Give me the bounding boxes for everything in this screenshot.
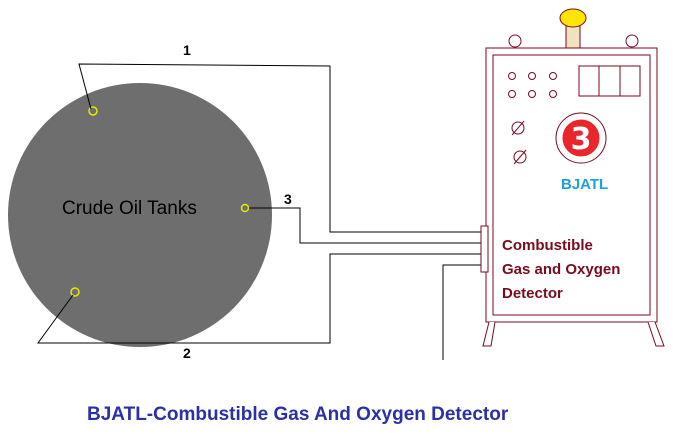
lifting-ring-left bbox=[508, 34, 522, 48]
device-label-line-2: Gas and Oxygen bbox=[502, 261, 620, 278]
leg-left bbox=[482, 321, 496, 347]
indicator-lights bbox=[508, 72, 557, 98]
cabinet-panel bbox=[492, 54, 651, 316]
sampling-line-1 bbox=[78, 63, 481, 233]
indicator-light bbox=[528, 90, 536, 98]
sensor-point-1 bbox=[88, 106, 98, 116]
sampling-line-3 bbox=[249, 207, 481, 244]
indicator-light bbox=[549, 90, 557, 98]
leg-right bbox=[647, 321, 665, 347]
line-number-1: 1 bbox=[183, 42, 191, 58]
device-label-line-3: Detector bbox=[502, 285, 563, 302]
sampling-line-2 bbox=[37, 253, 481, 344]
device-label-line-1: Combustible bbox=[502, 237, 593, 254]
indicator-light bbox=[508, 72, 516, 80]
indicator-light bbox=[528, 72, 536, 80]
tank-label: Crude Oil Tanks bbox=[62, 198, 197, 219]
line-number-2: 2 bbox=[183, 345, 191, 361]
display-window bbox=[578, 65, 641, 97]
indicator-light bbox=[508, 90, 516, 98]
line-number-3: 3 bbox=[284, 191, 292, 207]
exhaust-line bbox=[442, 264, 481, 360]
gauge-knob-top bbox=[511, 120, 525, 136]
figure-caption: BJATL-Combustible Gas And Oxygen Detecto… bbox=[87, 404, 509, 425]
inlet-manifold bbox=[480, 225, 489, 273]
sensor-point-2 bbox=[70, 287, 80, 297]
lifting-ring-right bbox=[625, 34, 639, 48]
lamp-stem bbox=[565, 25, 581, 49]
brand-name: BJATL bbox=[561, 176, 608, 193]
detector-cabinet: 3 BJATL Combustible Gas and Oxygen Detec… bbox=[480, 8, 665, 347]
alarm-lamp bbox=[559, 8, 587, 28]
crude-oil-tank bbox=[8, 83, 272, 347]
logo-number: 3 bbox=[571, 122, 592, 157]
brand-logo: 3 bbox=[555, 112, 607, 164]
gauge-knob-bottom bbox=[513, 149, 527, 165]
indicator-light bbox=[549, 72, 557, 80]
sensor-point-3 bbox=[240, 203, 250, 213]
